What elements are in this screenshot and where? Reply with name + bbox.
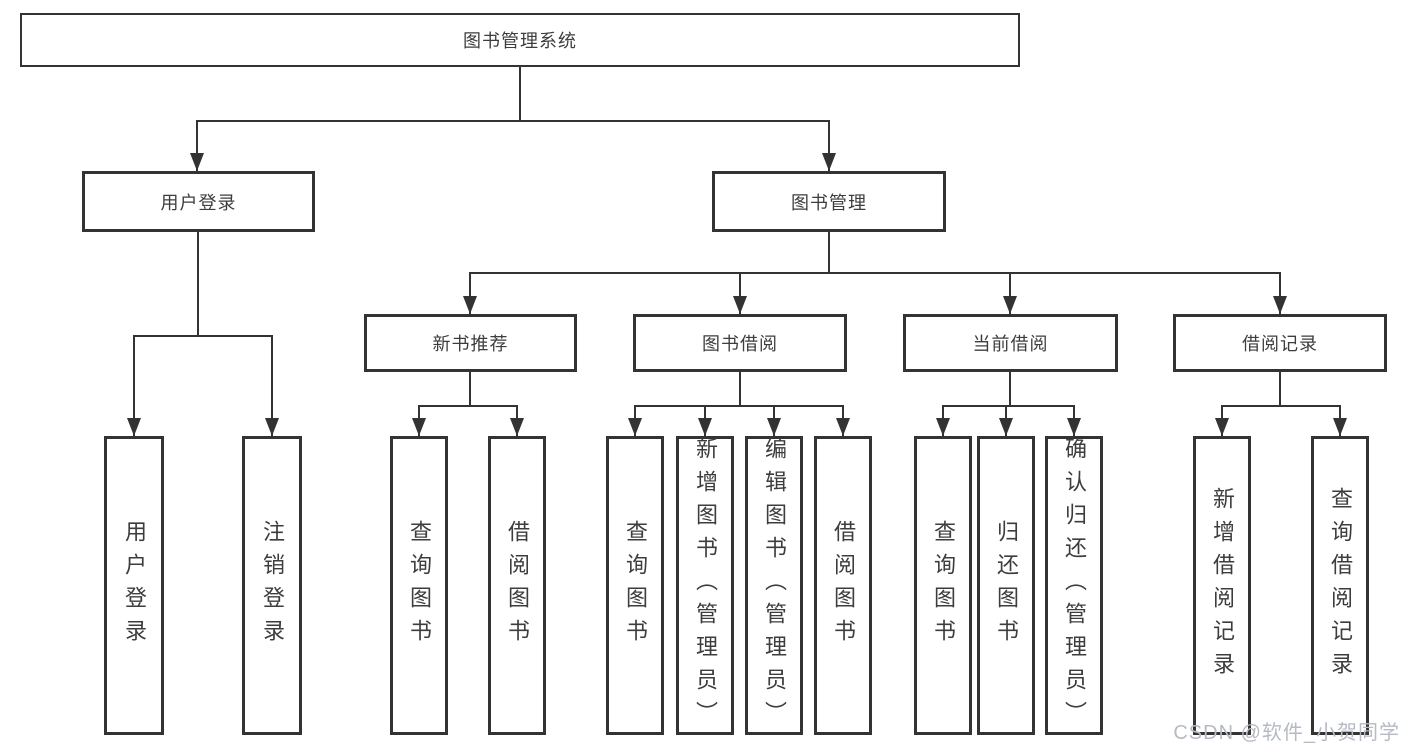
arrow-down-icon [739,272,741,314]
arrow-down-icon [133,335,135,436]
connector-line [196,120,830,122]
connector-line [739,371,741,405]
arrow-down-icon [828,120,830,171]
connector-line [469,371,471,405]
leaf-label: 用户登录 [122,519,147,652]
leaf-label: 确认归还（管理员） [1062,437,1087,734]
node-new-book-recommend: 新书推荐 [364,314,577,372]
arrow-down-icon [196,120,198,171]
connector-line [1009,371,1011,405]
leaf-borrow-books-recommend: 借阅图书 [488,436,546,735]
node-label: 图书管理 [791,192,867,213]
leaf-label: 归还图书 [994,519,1019,652]
connector-line [1279,371,1281,405]
node-label: 新书推荐 [432,334,509,354]
leaf-edit-books-admin: 编辑图书（管理员） [745,436,803,735]
leaf-label: 编辑图书（管理员） [762,437,787,734]
connector-line [828,231,830,272]
arrow-down-icon [1005,405,1007,436]
node-user-login: 用户登录 [82,171,315,232]
leaf-query-borrow-record: 查询借阅记录 [1311,436,1369,735]
leaf-label: 新增借阅记录 [1210,486,1235,685]
arrow-down-icon [773,405,775,436]
leaf-label: 查询图书 [623,519,648,652]
leaf-add-borrow-record: 新增借阅记录 [1193,436,1251,735]
arrow-down-icon [1073,405,1075,436]
node-label: 当前借阅 [972,334,1049,354]
node-current-borrowing: 当前借阅 [903,314,1118,372]
node-borrowing-records: 借阅记录 [1173,314,1387,372]
leaf-query-books-recommend: 查询图书 [390,436,448,735]
connector-line [418,405,518,407]
node-label: 借阅记录 [1242,334,1318,354]
leaf-label: 注销登录 [260,519,285,652]
leaf-user-login: 用户登录 [104,436,164,735]
arrow-down-icon [469,272,471,314]
connector-line [133,335,273,337]
leaf-label: 查询图书 [407,519,432,652]
connector-line [197,231,199,335]
connector-line [469,272,1281,274]
node-book-management: 图书管理 [712,171,946,232]
arrow-down-icon [1221,405,1223,436]
leaf-return-books: 归还图书 [977,436,1035,735]
leaf-label: 借阅图书 [505,519,530,652]
arrow-down-icon [704,405,706,436]
arrow-down-icon [1009,272,1011,314]
arrow-down-icon [634,405,636,436]
leaf-logout: 注销登录 [242,436,302,735]
arrow-down-icon [418,405,420,436]
connector-line [634,405,844,407]
node-label: 用户登录 [160,192,237,213]
node-library-management-system: 图书管理系统 [20,13,1020,67]
leaf-label: 查询图书 [931,519,956,652]
arrow-down-icon [1279,272,1281,314]
leaf-borrow-books: 借阅图书 [814,436,872,735]
node-label: 图书管理系统 [463,31,577,51]
leaf-label: 借阅图书 [831,519,856,652]
arrow-down-icon [516,405,518,436]
leaf-query-books-current: 查询图书 [914,436,972,735]
leaf-add-books-admin: 新增图书（管理员） [676,436,734,735]
arrow-down-icon [942,405,944,436]
node-label: 图书借阅 [702,334,778,354]
arrow-down-icon [842,405,844,436]
connector-line [519,66,521,120]
connector-line [942,405,1075,407]
arrow-down-icon [1339,405,1341,436]
leaf-confirm-return-admin: 确认归还（管理员） [1045,436,1103,735]
connector-line [1221,405,1341,407]
leaf-query-books-borrowing: 查询图书 [606,436,664,735]
leaf-label: 新增图书（管理员） [693,437,718,734]
arrow-down-icon [271,335,273,436]
node-book-borrowing: 图书借阅 [633,314,847,372]
csdn-watermark: CSDN @软件_小贺同学 [1173,722,1400,744]
leaf-label: 查询借阅记录 [1328,486,1353,685]
